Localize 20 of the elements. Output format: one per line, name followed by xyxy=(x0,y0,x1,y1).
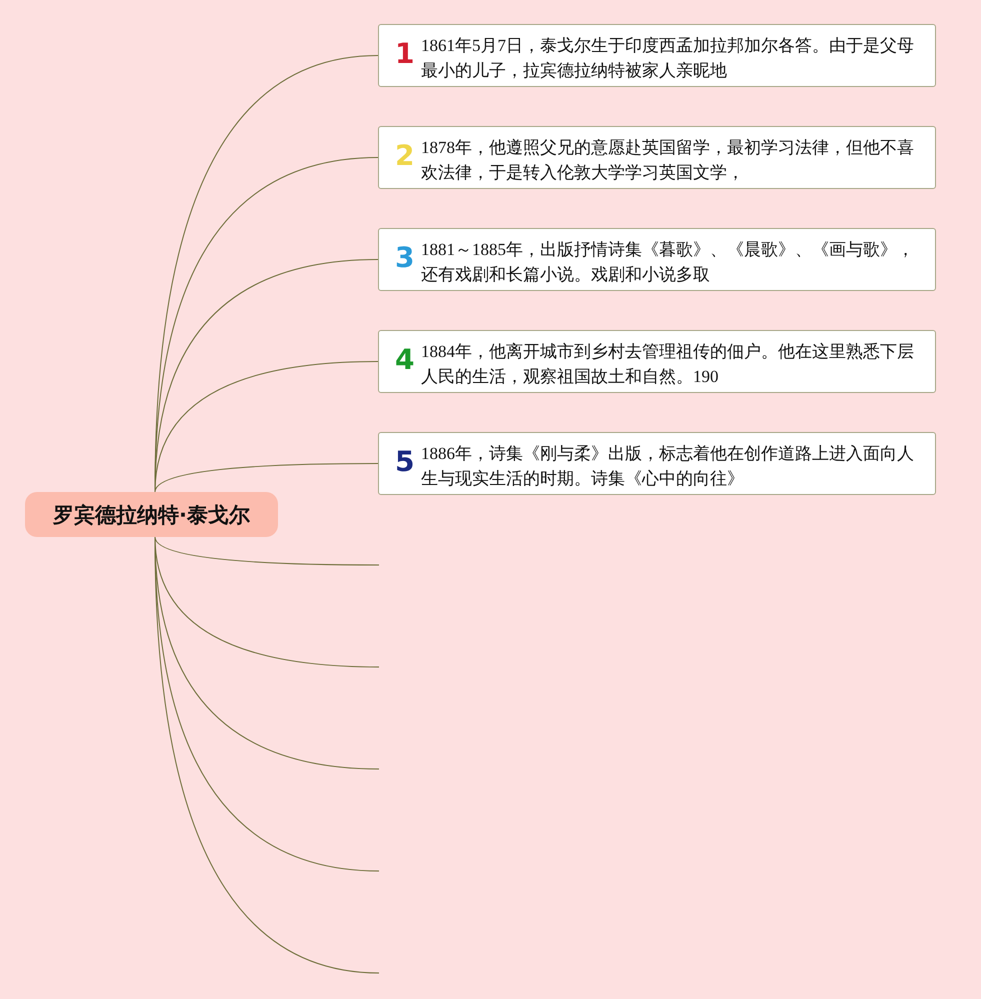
step-number: 3 xyxy=(395,241,414,275)
topic-card xyxy=(378,126,936,189)
branch-line xyxy=(154,463,378,492)
branch-line xyxy=(154,361,378,492)
topic-card xyxy=(378,330,936,393)
topic-card xyxy=(378,432,936,495)
central-topic xyxy=(25,492,278,537)
topic-title: 罗宾德拉纳特·泰戈尔 xyxy=(53,502,250,528)
step-number: 5 xyxy=(395,445,414,479)
step-number: 2 xyxy=(395,139,414,173)
event-text: 1861年5月7日，泰戈尔生于印度西孟加拉邦加尔各答。由于是父母最小的儿子，拉宾德拉纳特被家人亲昵地 xyxy=(421,35,915,82)
topic-card xyxy=(378,228,936,291)
topic-card xyxy=(378,24,936,87)
step-number: 1 xyxy=(395,37,414,71)
event-text: 1878年，他遵照父兄的意愿赴英国留学，最初学习法律，但他不喜欢法律，于是转入伦敦大学学习英国文学， xyxy=(421,137,915,184)
event-text: 1886年，诗集《刚与柔》出版，标志着他在创作道路上进入面向人生与现实生活的时期。诗集《心中的向往》 xyxy=(421,443,915,490)
step-number: 4 xyxy=(395,343,414,377)
event-text: 1881～1885年，出版抒情诗集《暮歌》、《晨歌》、《画与歌》，还有戏剧和长篇小说。戏剧和小说多取 xyxy=(421,239,915,286)
branch-line xyxy=(154,536,380,566)
event-text: 1884年，他离开城市到乡村去管理祖传的佃户。他在这里熟悉下层人民的生活，观察祖国故土和自然。190 xyxy=(421,341,915,388)
